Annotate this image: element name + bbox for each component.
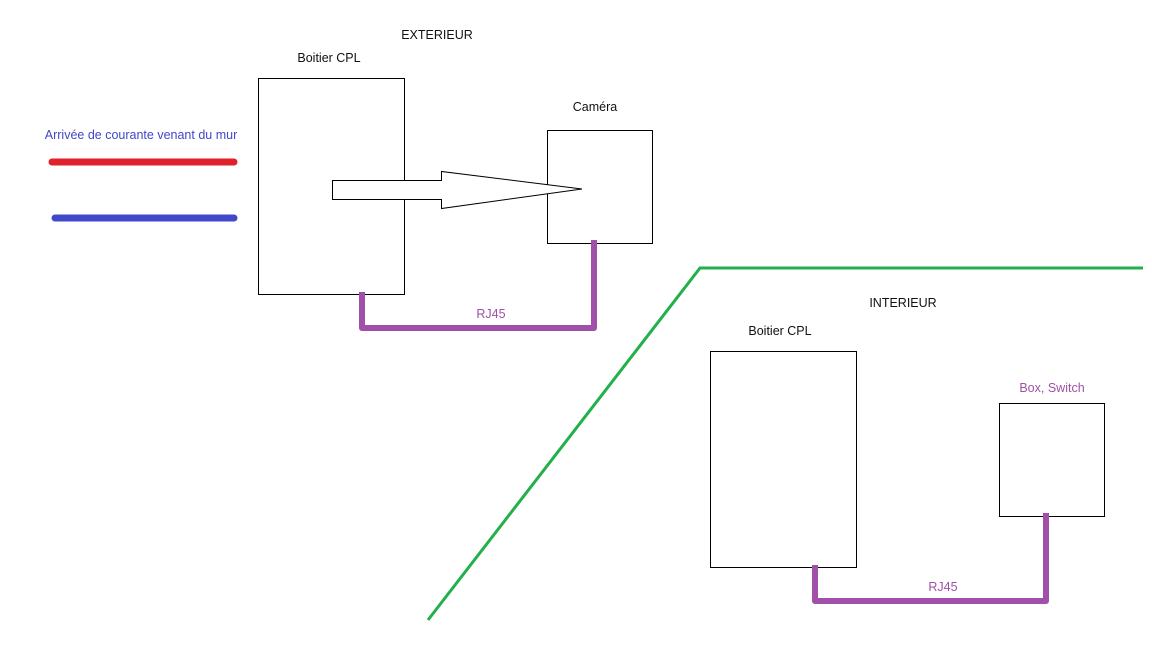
rj45-exterior-label: RJ45 — [476, 307, 505, 321]
rj45-interior-label: RJ45 — [928, 580, 957, 594]
interior-label: INTERIEUR — [869, 296, 936, 310]
boundary-line — [426, 266, 1143, 621]
box-switch-box — [999, 403, 1105, 517]
box-switch-label: Box, Switch — [1019, 381, 1084, 395]
boitier-interior-label: Boitier CPL — [748, 324, 811, 338]
incoming-power-label: Arrivée de courante venant du mur — [45, 128, 237, 142]
boitier-cpl-interior-box — [710, 351, 857, 568]
exterior-label: EXTERIEUR — [401, 28, 473, 42]
camera-label: Caméra — [573, 100, 618, 114]
rj45-cable-exterior — [359, 240, 597, 331]
boitier-exterior-label: Boitier CPL — [297, 51, 360, 65]
rj45-cable-interior — [812, 513, 1049, 604]
link-arrow — [332, 170, 583, 210]
